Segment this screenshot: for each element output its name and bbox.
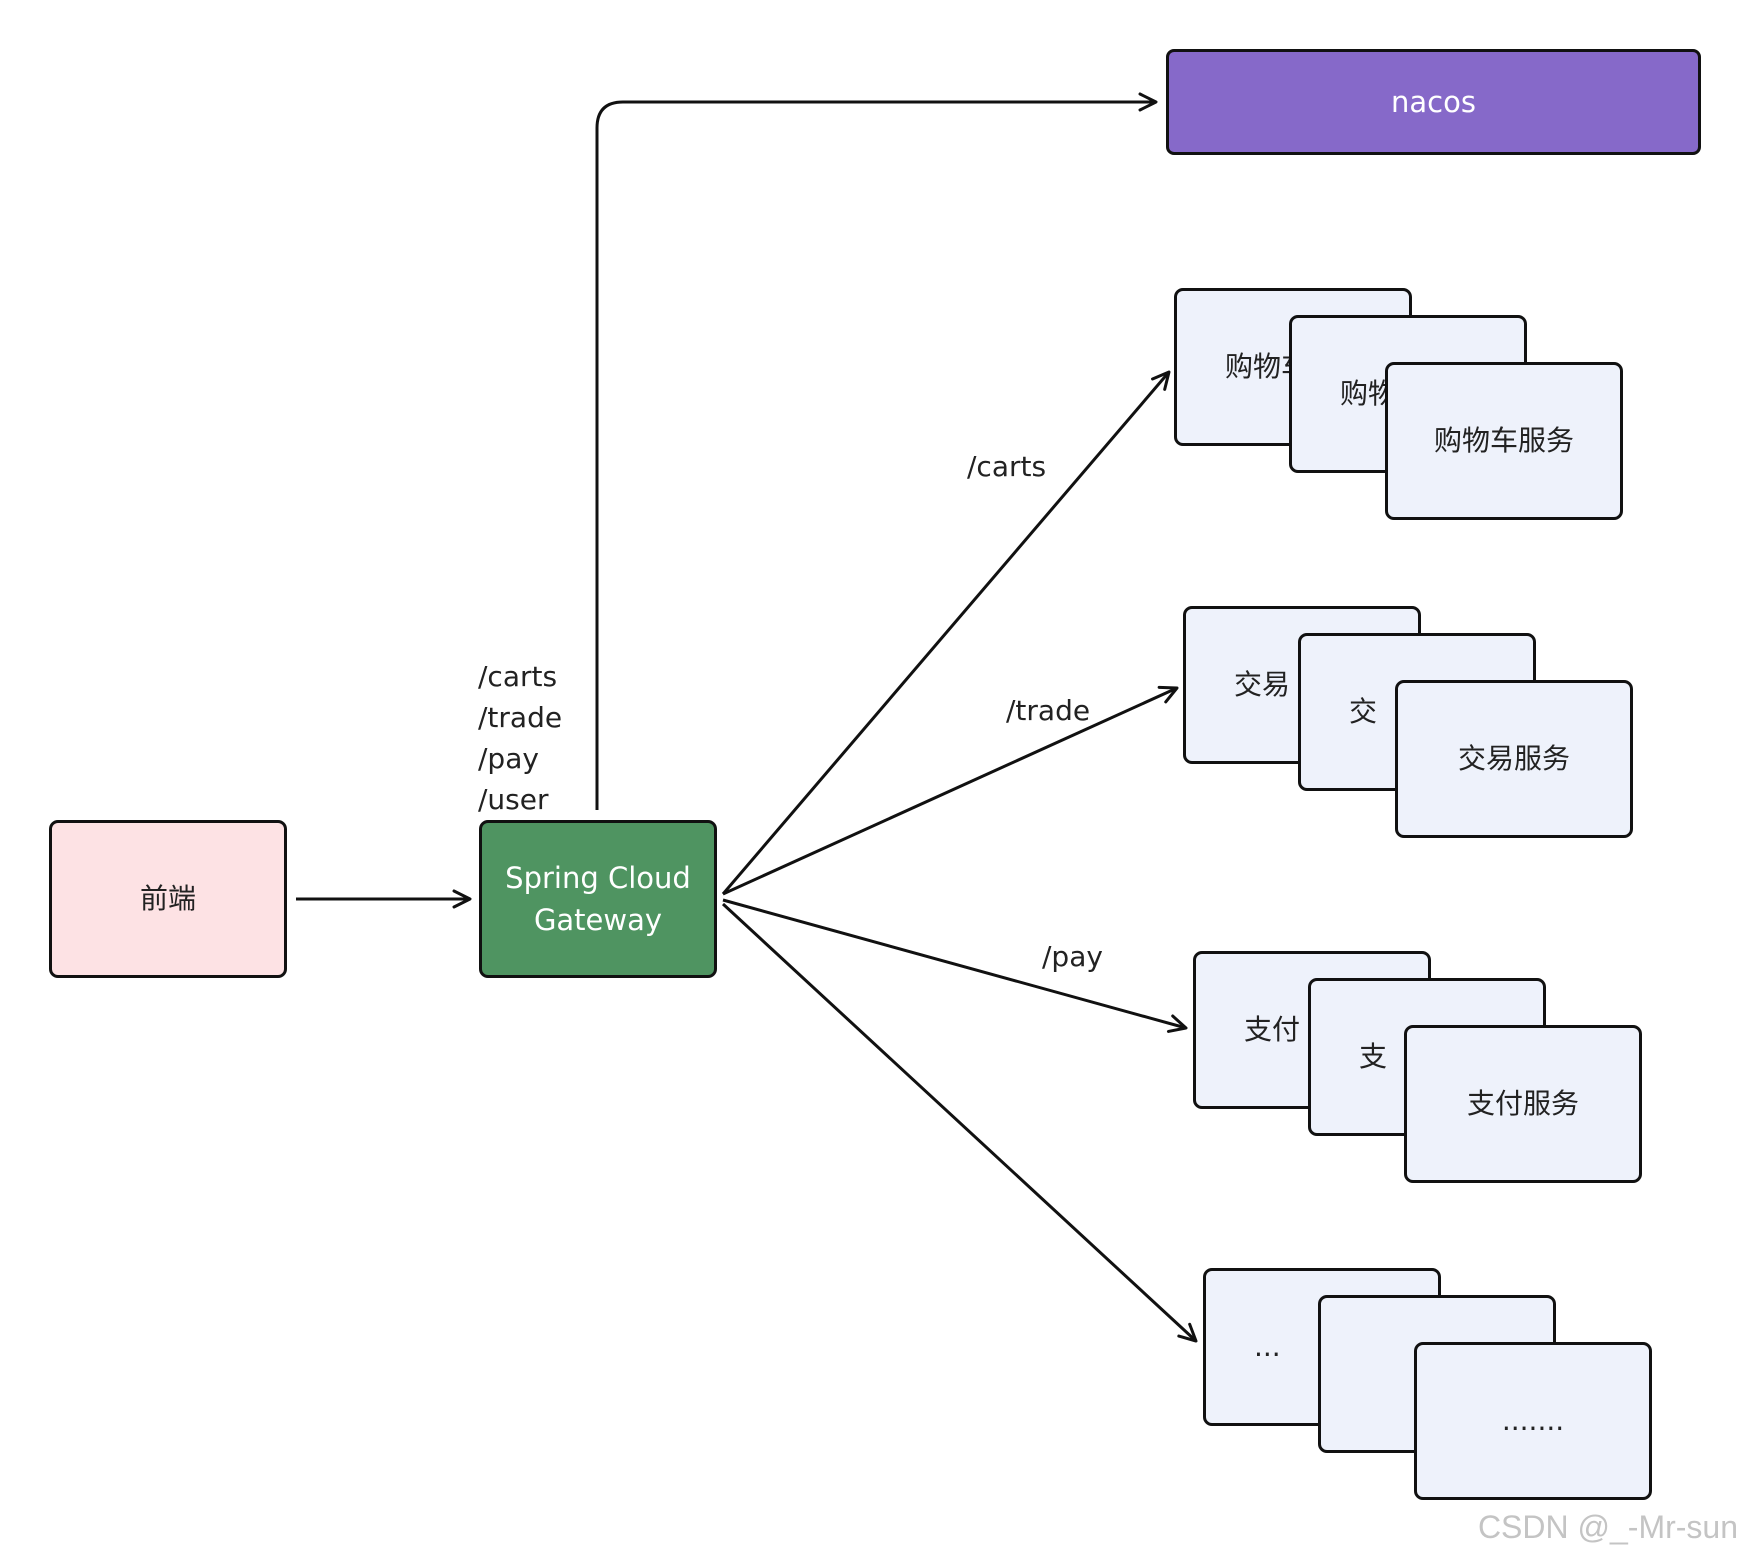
route-carts: /carts [478,660,558,693]
edge-label-pay: /pay [1042,940,1103,973]
gateway-route-list: /carts /trade /pay /user [478,656,562,820]
route-user: /user [478,783,549,816]
arrow-gateway-to-pay [722,898,1188,1033]
route-trade: /trade [478,701,563,734]
trade-service-front-label: 交易服务 [1457,741,1570,775]
other-service-front-label: ....... [1501,1403,1565,1437]
watermark: CSDN @_-Mr-sun [1477,1509,1738,1545]
carts-service-front-label: 购物车服务 [1433,423,1574,457]
gateway-node: Spring Cloud Gateway [479,820,717,978]
arrow-gateway-to-other [721,902,1198,1343]
route-pay: /pay [478,742,539,775]
frontend-node: 前端 [49,820,287,978]
edge-label-carts: /carts [967,450,1047,483]
arrow-gateway-to-carts [721,370,1171,895]
other-service-instance-front: ....... [1414,1342,1652,1500]
carts-service-instance-front: 购物车服务 [1385,362,1623,520]
trade-service-middle-label: 交 [1349,694,1378,728]
pay-service-instance-front: 支付服务 [1404,1025,1642,1183]
arrow-gateway-to-nacos [595,92,1158,810]
pay-service-middle-label: 支 [1359,1039,1388,1073]
trade-service-instance-front: 交易服务 [1395,680,1633,838]
trade-service-back-label: 交易 [1234,667,1291,701]
nacos-label: nacos [1391,84,1476,119]
frontend-label: 前端 [139,881,196,915]
edge-label-trade: /trade [1006,694,1091,727]
arrow-gateway-to-trade [722,685,1179,896]
pay-service-back-label: 支付 [1244,1012,1301,1046]
pay-service-front-label: 支付服务 [1466,1086,1579,1120]
other-service-back-label: ... [1254,1329,1281,1363]
nacos-node: nacos [1166,49,1701,155]
gateway-label: Spring Cloud Gateway [505,860,691,937]
